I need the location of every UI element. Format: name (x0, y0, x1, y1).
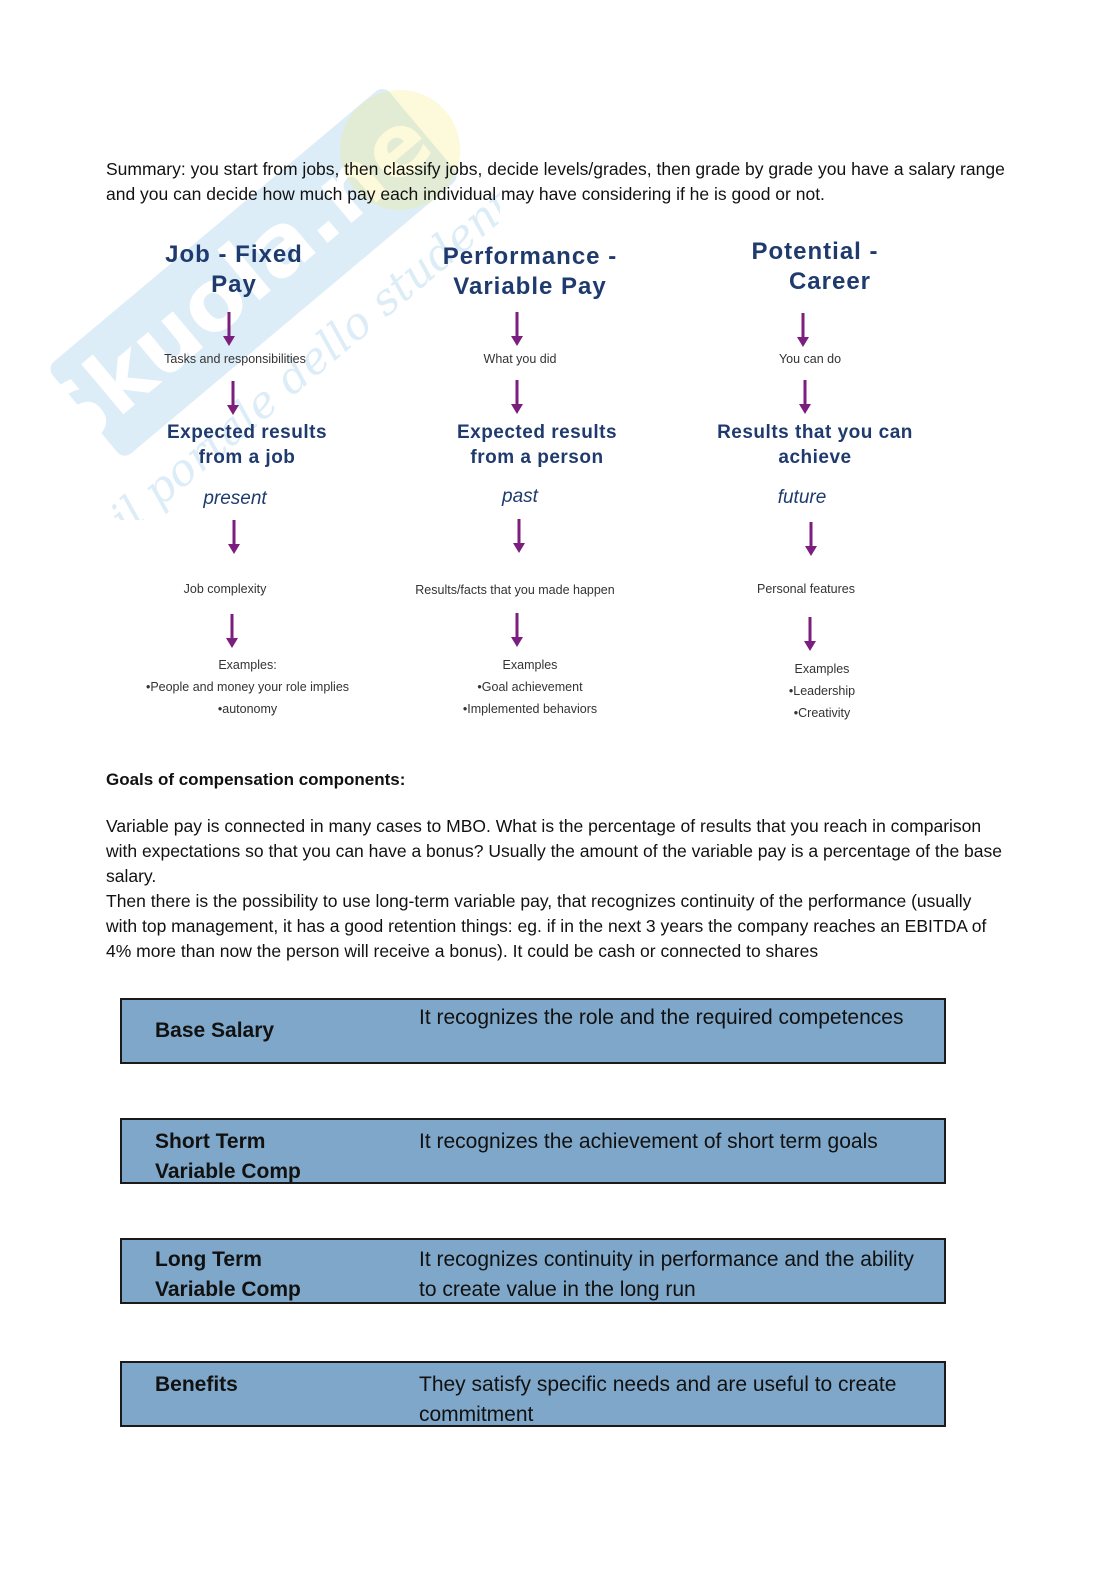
column-examples: Examples •Leadership •Creativity (722, 658, 922, 724)
column-mid-line2: achieve (778, 447, 852, 468)
down-arrow-icon (797, 313, 809, 347)
component-name: Benefits (155, 1373, 238, 1396)
component-description: It recognizes the achievement of short t… (419, 1130, 878, 1153)
column-step: What you did (483, 352, 557, 366)
column-basis: Personal features (757, 582, 855, 596)
column-time: present (203, 488, 267, 509)
column-fixed-pay: Job - Fixed Pay (134, 240, 334, 300)
column-time: past (502, 486, 538, 507)
column-title-line1: Performance - (442, 243, 618, 270)
examples-title: Examples (794, 662, 850, 676)
column-mid-line1: Results that you can (717, 422, 913, 443)
example-item: •Creativity (793, 706, 851, 720)
component-description: It recognizes continuity in performance … (419, 1248, 914, 1301)
column-mid-line2: from a person (470, 447, 604, 468)
component-base-salary: Base Salary It recognizes the role and t… (120, 998, 946, 1064)
column-examples: Examples •Goal achievement •Implemented … (430, 654, 630, 720)
down-arrow-icon (799, 380, 811, 414)
goals-heading: Goals of compensation components: (106, 770, 406, 789)
examples-title: Examples (502, 658, 558, 672)
down-arrow-icon (513, 519, 525, 553)
example-item: •Goal achievement (477, 680, 583, 694)
column-title-line1: Potential - (751, 238, 879, 265)
component-name: Short Term Variable Comp (155, 1130, 301, 1183)
column-title-line2: Variable Pay (453, 273, 607, 300)
down-arrow-icon (511, 613, 523, 647)
goals-paragraph-2: Then there is the possibility to use lon… (106, 891, 987, 961)
column-step: Tasks and responsibilities (164, 352, 306, 366)
column-expected: Expected results from a job (147, 420, 347, 470)
column-mid-line2: from a job (198, 447, 296, 468)
component-long-term-variable: Long Term Variable Comp It recognizes co… (120, 1238, 946, 1304)
component-description: It recognizes the role and the required … (419, 1006, 904, 1029)
column-expected: Results that you can achieve (700, 420, 930, 470)
summary-paragraph: Summary: you start from jobs, then class… (106, 159, 1005, 204)
column-variable-pay: Performance - Variable Pay (420, 242, 640, 302)
down-arrow-icon (226, 614, 238, 648)
column-basis: Job complexity (183, 582, 267, 596)
down-arrow-icon (227, 381, 239, 415)
component-description: They satisfy specific needs and are usef… (419, 1373, 897, 1426)
column-step: You can do (778, 352, 842, 366)
column-examples: Examples: •People and money your role im… (130, 654, 365, 720)
column-time: future (777, 487, 827, 508)
column-expected: Expected results from a person (437, 420, 637, 470)
column-title-line2: Pay (211, 271, 257, 298)
component-benefits: Benefits They satisfy specific needs and… (120, 1361, 946, 1427)
column-mid-line1: Expected results (456, 422, 618, 443)
column-mid-line1: Expected results (166, 422, 328, 443)
down-arrow-icon (228, 520, 240, 554)
down-arrow-icon (804, 617, 816, 651)
down-arrow-icon (805, 522, 817, 556)
example-item: •Implemented behaviors (462, 702, 598, 716)
examples-title: Examples: (218, 658, 277, 672)
down-arrow-icon (511, 312, 523, 346)
goals-paragraph-1: Variable pay is connected in many cases … (106, 816, 1002, 886)
example-item: •People and money your role implies (145, 680, 350, 694)
component-name: Long Term Variable Comp (155, 1248, 301, 1301)
column-career: Potential - Career (715, 237, 915, 297)
component-name: Base Salary (155, 1019, 275, 1042)
down-arrow-icon (511, 380, 523, 414)
column-title-line1: Job - Fixed (165, 241, 303, 268)
component-short-term-variable: Short Term Variable Comp It recognizes t… (120, 1118, 946, 1184)
down-arrow-icon (223, 312, 235, 346)
example-item: •Leadership (788, 684, 856, 698)
column-title-line2: Career (788, 268, 872, 295)
example-item: •autonomy (217, 702, 278, 716)
column-basis: Results/facts that you made happen (415, 583, 615, 597)
